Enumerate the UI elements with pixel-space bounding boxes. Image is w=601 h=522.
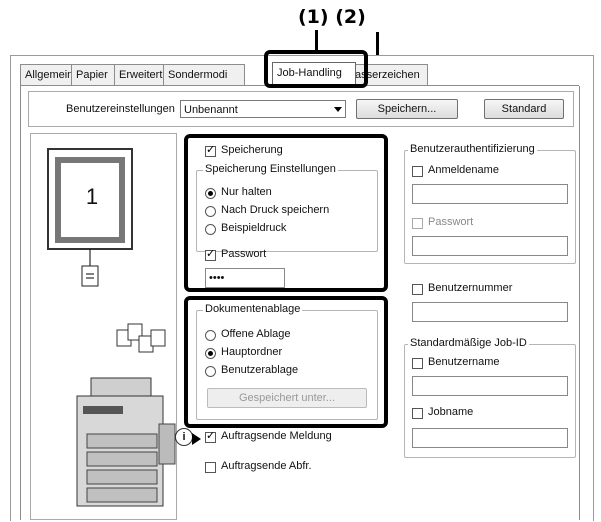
login-name-checkbox[interactable] — [412, 166, 423, 177]
password-checkbox[interactable] — [205, 247, 216, 261]
radio-store-after-print[interactable] — [205, 206, 216, 217]
user-number-input[interactable] — [412, 302, 568, 322]
job-name-checkbox[interactable] — [412, 408, 423, 419]
preview-page-number: 1 — [85, 184, 99, 209]
tab-paper[interactable]: Papier — [71, 64, 117, 86]
printer-preview-pane: 1 — [30, 133, 177, 520]
job-end-query-checkbox[interactable] — [205, 462, 216, 473]
tab-general[interactable]: Allgemein — [20, 64, 74, 86]
storage-label: Speicherung — [221, 144, 283, 156]
radio-user-folder[interactable] — [205, 366, 216, 377]
radio-sample-print-label: Beispieldruck — [221, 222, 287, 234]
login-name-label: Anmeldename — [428, 164, 499, 176]
radio-sample-print[interactable] — [205, 224, 216, 235]
tab-job-handling[interactable]: Job-Handling — [272, 62, 356, 86]
job-end-notice-label: Auftragsende Meldung — [221, 430, 332, 442]
radio-open-folder-label: Offene Ablage — [221, 328, 291, 340]
user-number-label: Benutzernummer — [428, 282, 513, 294]
storage-checkbox[interactable] — [205, 143, 216, 157]
job-username-label: Benutzername — [428, 356, 500, 368]
job-username-checkbox[interactable] — [412, 358, 423, 369]
job-name-input[interactable] — [412, 428, 568, 448]
storage-settings-title: Speicherung Einstellungen — [203, 163, 338, 175]
chevron-down-icon — [334, 107, 342, 112]
job-username-input[interactable] — [412, 376, 568, 396]
auth-password-input[interactable] — [412, 236, 568, 256]
radio-open-folder[interactable] — [205, 330, 216, 341]
radio-hold-only-label: Nur halten — [221, 186, 272, 198]
document-filing-title: Dokumentenablage — [203, 303, 303, 315]
standard-button[interactable]: Standard — [484, 99, 564, 119]
highlight-storage-section — [184, 134, 388, 292]
callout-arrow-tab — [315, 30, 318, 52]
auth-password-checkbox[interactable] — [412, 218, 423, 229]
user-settings-select[interactable]: Unbenannt — [180, 100, 346, 118]
radio-main-folder-label: Hauptordner — [221, 346, 283, 358]
job-end-query-label: Auftragsende Abfr. — [221, 460, 312, 472]
job-name-label: Jobname — [428, 406, 474, 418]
user-number-checkbox[interactable] — [412, 284, 423, 295]
storage-password-input[interactable]: •••• — [205, 268, 285, 288]
radio-hold-only[interactable] — [205, 188, 216, 199]
user-settings-label: Benutzereinstellungen — [66, 103, 175, 115]
tab-special-modes[interactable]: Sondermodi — [163, 64, 245, 86]
radio-store-after-print-label: Nach Druck speichern — [221, 204, 330, 216]
login-name-input[interactable] — [412, 184, 568, 204]
info-icon: i — [175, 428, 193, 446]
arrow-right-icon — [192, 433, 201, 445]
save-settings-button[interactable]: Speichern... — [356, 99, 458, 119]
radio-main-folder[interactable] — [205, 348, 216, 359]
tab-advanced[interactable]: Erweitert — [114, 64, 166, 86]
default-job-id-title: Standardmäßige Job-ID — [408, 337, 529, 349]
callout-label-1-2: (1) (2) — [298, 6, 366, 28]
password-label: Passwort — [221, 248, 267, 260]
job-end-notice-checkbox[interactable] — [205, 429, 216, 443]
auth-password-label: Passwort — [428, 216, 474, 228]
user-auth-title: Benutzerauthentifizierung — [408, 143, 537, 155]
highlight-job-handling-tab — [264, 50, 368, 88]
saved-under-button[interactable]: Gespeichert unter... — [207, 388, 367, 408]
user-settings-value: Unbenannt — [184, 104, 238, 116]
highlight-document-filing-section — [184, 296, 388, 428]
preview-illustration — [47, 148, 176, 507]
radio-user-folder-label: Benutzerablage — [221, 364, 299, 376]
